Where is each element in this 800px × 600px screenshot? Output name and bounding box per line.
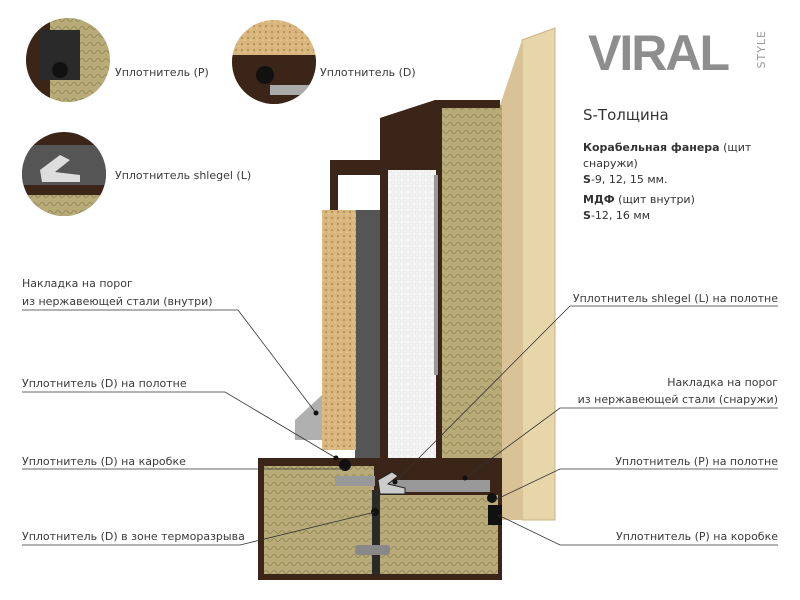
legend-seal-l: Уплотнитель shlegel (L)	[115, 169, 252, 182]
outer-values: -9, 12, 15 мм.	[590, 173, 668, 186]
outer-panel-name: Корабельная фанера	[583, 141, 720, 154]
callout-d-frame: Уплотнитель (D) на каробке	[22, 455, 186, 468]
inner-values: -12, 16 мм	[590, 209, 650, 222]
inner-prefix: S	[583, 209, 591, 222]
inner-panel-name: МДФ	[583, 193, 615, 206]
outer-panel-note: (щит снаружи)	[583, 141, 752, 170]
brand-logo-sub: STYLE	[755, 30, 768, 69]
inner-panel-info: МДФ (щит внутри) S-12, 16 мм	[583, 192, 695, 224]
seal-d-thumbnail	[232, 20, 316, 104]
legend-seal-d: Уплотнитель (D)	[320, 66, 416, 79]
callout-p-leaf: Уплотнитель (P) на полотне	[615, 455, 778, 468]
callout-p-frame: Уплотнитель (P) на коробке	[615, 530, 778, 543]
callout-shlegel-leaf: Уплотнитель shlegel (L) на полотне	[572, 292, 778, 305]
thickness-title: S-Толщина	[583, 106, 669, 124]
callout-outer-threshold-l1: Накладка на порог	[667, 376, 778, 389]
callout-d-leaf: Уплотнитель (D) на полотне	[22, 377, 187, 390]
legend-seal-p: Уплотнитель (P)	[115, 66, 209, 79]
brand-logo: VIRAL	[588, 25, 730, 81]
outer-panel-info: Корабельная фанера (щит снаружи) S-9, 12…	[583, 140, 800, 188]
outer-prefix: S	[583, 173, 591, 186]
seal-l-thumbnail	[22, 132, 106, 216]
seal-p-thumbnail	[26, 18, 110, 102]
callout-inner-threshold-l2: из нержавеющей стали (внутри)	[22, 295, 213, 308]
inner-panel-note: (щит внутри)	[614, 193, 695, 206]
callout-inner-threshold-l1: Накладка на порог	[22, 277, 133, 290]
callout-outer-threshold-l2: из нержавеющей стали (снаружи)	[577, 393, 778, 406]
callout-d-thermal: Уплотнитель (D) в зоне терморазрыва	[22, 530, 245, 543]
